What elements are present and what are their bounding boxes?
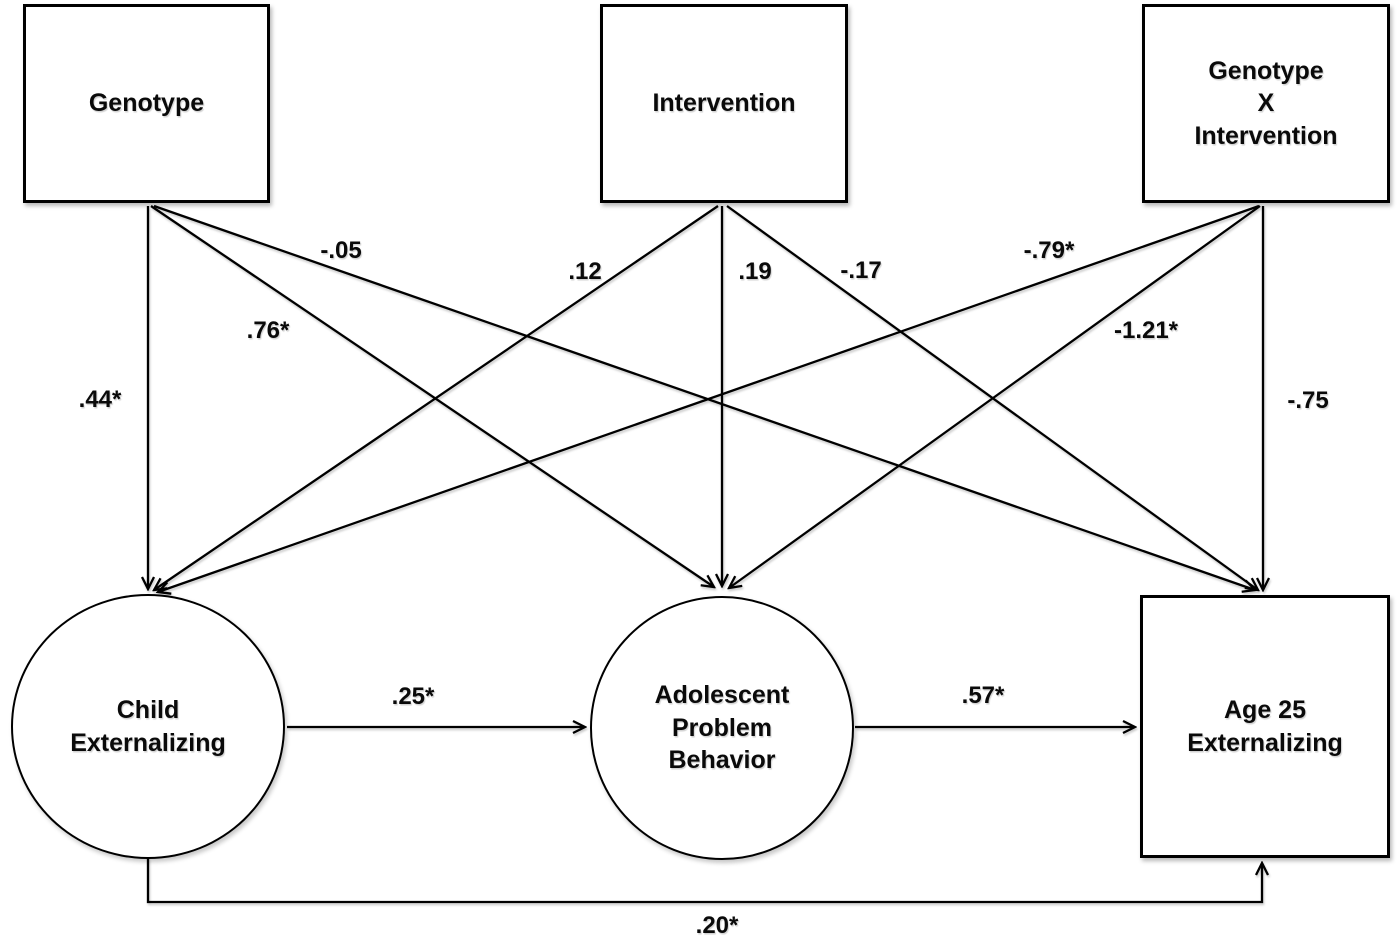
coef-child-externalizing-age-25-externalizing: .20* [695,912,739,939]
coef-intervention-adolescent-problem-behavior: .19 [738,258,772,285]
node-intervention: Intervention [600,4,848,203]
edge-genotype-to-age-25-externalizing [153,204,1255,590]
coef-intervention-child-externalizing: .12 [568,258,602,285]
edge-genotype-x-intervention-to-child-externalizing [158,204,1260,592]
node-genotype-x-intervention: Genotype X Intervention [1142,4,1390,203]
node-child-externalizing: Child Externalizing [11,594,285,859]
coef-genotype-x-intervention-adolescent-problem-behavior: -1.21* [1113,317,1179,344]
edge-child-externalizing-to-age-25-externalizing [146,858,1262,904]
coef-adolescent-problem-behavior-age-25-externalizing: .57* [961,682,1005,709]
node-adolescent-problem-behavior: Adolescent Problem Behavior [590,596,854,860]
coef-intervention-age-25-externalizing: -.17 [840,257,882,284]
coef-genotype-x-intervention-age-25-externalizing: -.75 [1287,387,1329,414]
edge-intervention-to-child-externalizing [154,205,719,590]
edge-genotype-to-adolescent-problem-behavior [150,205,714,587]
coef-genotype-child-externalizing: .44* [78,386,122,413]
coef-genotype-adolescent-problem-behavior: .76* [246,317,290,344]
node-age-25-externalizing: Age 25 Externalizing [1140,595,1390,858]
coef-genotype-x-intervention-child-externalizing: -.79* [1023,237,1075,264]
coef-child-externalizing-adolescent-problem-behavior: .25* [391,683,435,710]
coef-genotype-age-25-externalizing: -.05 [320,237,362,264]
edge-genotype-x-intervention-to-adolescent-problem-behavior [729,205,1261,588]
node-genotype: Genotype [23,4,270,203]
